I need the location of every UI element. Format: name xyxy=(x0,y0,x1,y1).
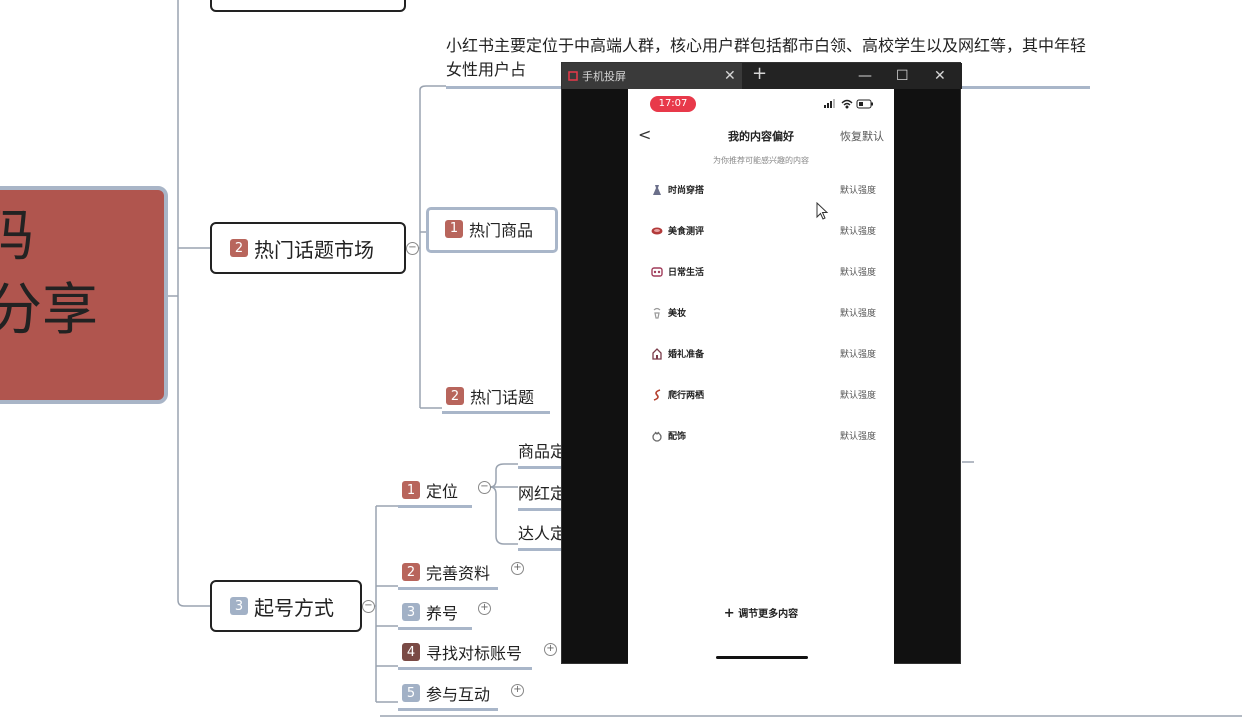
minimize-icon[interactable]: — xyxy=(858,68,872,84)
battery-icon xyxy=(856,99,873,109)
subtopic-positioning[interactable]: 1 定位 xyxy=(398,478,472,508)
tab-close-icon[interactable]: ✕ xyxy=(724,68,736,84)
topic-node-start-methods[interactable]: 3 起号方式 xyxy=(210,580,362,632)
preference-level[interactable]: 默认强度 xyxy=(839,227,876,237)
subtopic-hot-goods[interactable]: 1 热门商品 xyxy=(426,207,558,253)
topic-node-hot-market[interactable]: 2 热门话题市场 xyxy=(210,222,406,274)
preference-name: 爬行两栖 xyxy=(668,391,705,401)
page-title: 我的内容偏好 xyxy=(728,130,794,143)
subtopic-complete-profile[interactable]: 2 完善资料 xyxy=(398,560,498,590)
home-indicator xyxy=(716,656,808,659)
subtopic-number-badge: 1 xyxy=(445,219,463,238)
life-icon xyxy=(650,265,664,279)
adjust-more-label: 调节更多内容 xyxy=(738,609,799,620)
status-icons xyxy=(824,99,873,109)
maximize-icon[interactable]: ☐ xyxy=(896,68,909,84)
preference-item[interactable]: 时尚穿搭 默认强度 xyxy=(628,181,894,222)
wifi-icon xyxy=(841,99,853,109)
subtopic-label: 参与互动 xyxy=(426,685,491,704)
subtopic-benchmark-accounts[interactable]: 4 寻找对标账号 xyxy=(398,640,532,670)
expand-toggle-icon[interactable]: + xyxy=(478,602,491,615)
preference-level[interactable]: 默认强度 xyxy=(839,268,876,278)
phone-screen: 17:07 xyxy=(628,89,894,664)
topic-number-badge: 3 xyxy=(230,597,248,615)
wedding-icon xyxy=(650,347,664,361)
back-button[interactable]: < xyxy=(638,125,652,144)
subtopic-label: 完善资料 xyxy=(426,564,491,583)
preference-item[interactable]: 美妆 默认强度 xyxy=(628,304,894,345)
preference-level[interactable]: 默认强度 xyxy=(839,309,876,319)
plus-icon: + xyxy=(723,606,735,621)
preference-name: 时尚穿搭 xyxy=(668,186,705,196)
expand-toggle-icon[interactable]: + xyxy=(544,643,557,656)
subtopic-label: 热门话题 xyxy=(470,388,535,407)
preference-name: 美妆 xyxy=(668,309,687,319)
status-time: 17:07 xyxy=(650,96,696,112)
subtopic-number-badge: 2 xyxy=(402,563,420,581)
mirror-app-icon xyxy=(568,71,578,81)
accessory-icon xyxy=(650,429,664,443)
topic-number-badge: 2 xyxy=(230,239,248,257)
subtopic-number-badge: 3 xyxy=(402,603,420,621)
dress-icon xyxy=(650,183,664,197)
status-bar: 17:07 xyxy=(628,89,894,115)
root-topic-line1: 码 xyxy=(0,200,164,274)
preference-item[interactable]: 婚礼准备 默认强度 xyxy=(628,345,894,386)
expand-toggle-icon[interactable]: + xyxy=(511,562,524,575)
topic-node-1[interactable] xyxy=(210,0,406,12)
signal-icon xyxy=(824,99,835,108)
preference-level[interactable]: 默认强度 xyxy=(839,350,876,360)
preference-list: 时尚穿搭 默认强度 美食测评 默认强度 日常生活 默认强度 xyxy=(628,181,894,468)
climbing-icon xyxy=(650,388,664,402)
preference-name: 日常生活 xyxy=(668,268,705,278)
subtopic-number-badge: 5 xyxy=(402,684,420,702)
subtopic-label: 定位 xyxy=(426,482,459,501)
page-subtitle: 为你推荐可能感兴趣的内容 xyxy=(713,156,809,165)
makeup-icon xyxy=(650,306,664,320)
preference-level[interactable]: 默认强度 xyxy=(839,186,876,196)
root-topic-node[interactable]: 码 分享 xyxy=(0,186,168,404)
expand-toggle-icon[interactable]: + xyxy=(511,684,524,697)
window-tab-title: 手机投屏 xyxy=(582,70,626,83)
preference-item[interactable]: 日常生活 默认强度 xyxy=(628,263,894,304)
subtopic-label: 寻找对标账号 xyxy=(426,644,523,663)
subtopic-label: 热门商品 xyxy=(469,220,534,240)
subtopic-number-badge: 4 xyxy=(402,643,420,661)
subtopic-label: 养号 xyxy=(426,604,459,623)
topic-label: 起号方式 xyxy=(254,595,334,620)
collapse-toggle-icon[interactable]: − xyxy=(478,481,491,494)
window-title-bar[interactable]: 手机投屏 ✕ + — ☐ ✕ xyxy=(562,63,962,89)
preference-level[interactable]: 默认强度 xyxy=(839,391,876,401)
subtopic-number-badge: 1 xyxy=(402,481,420,499)
phone-mirror-window[interactable]: 手机投屏 ✕ + — ☐ ✕ 17:07 xyxy=(561,62,962,664)
preference-name: 婚礼准备 xyxy=(668,350,705,360)
subtopic-engagement[interactable]: 5 参与互动 xyxy=(398,681,498,711)
window-tab[interactable]: 手机投屏 xyxy=(562,63,742,89)
subtopic-number-badge: 2 xyxy=(446,387,464,405)
preference-name: 美食测评 xyxy=(668,227,705,237)
collapse-toggle-icon[interactable]: − xyxy=(406,242,419,255)
subtopic-hot-topics[interactable]: 2 热门话题 xyxy=(442,384,550,414)
collapse-toggle-icon[interactable]: − xyxy=(362,600,375,613)
preference-name: 配饰 xyxy=(668,432,687,442)
preference-item[interactable]: 美食测评 默认强度 xyxy=(628,222,894,263)
preference-item[interactable]: 爬行两栖 默认强度 xyxy=(628,386,894,427)
window-close-icon[interactable]: ✕ xyxy=(934,68,946,84)
preference-item[interactable]: 配饰 默认强度 xyxy=(628,427,894,468)
preference-level[interactable]: 默认强度 xyxy=(839,432,876,442)
adjust-more-content-button[interactable]: + 调节更多内容 xyxy=(628,605,894,621)
subtopic-account-nurturing[interactable]: 3 养号 xyxy=(398,600,472,630)
topic-label: 热门话题市场 xyxy=(254,237,374,262)
mouse-cursor-icon xyxy=(816,202,829,220)
food-icon xyxy=(650,224,664,238)
reset-default-button[interactable]: 恢复默认 xyxy=(840,130,884,143)
preferences-nav-bar: < 我的内容偏好 恢复默认 xyxy=(628,125,894,151)
root-topic-line2: 分享 xyxy=(0,278,98,343)
new-tab-icon[interactable]: + xyxy=(752,63,768,84)
